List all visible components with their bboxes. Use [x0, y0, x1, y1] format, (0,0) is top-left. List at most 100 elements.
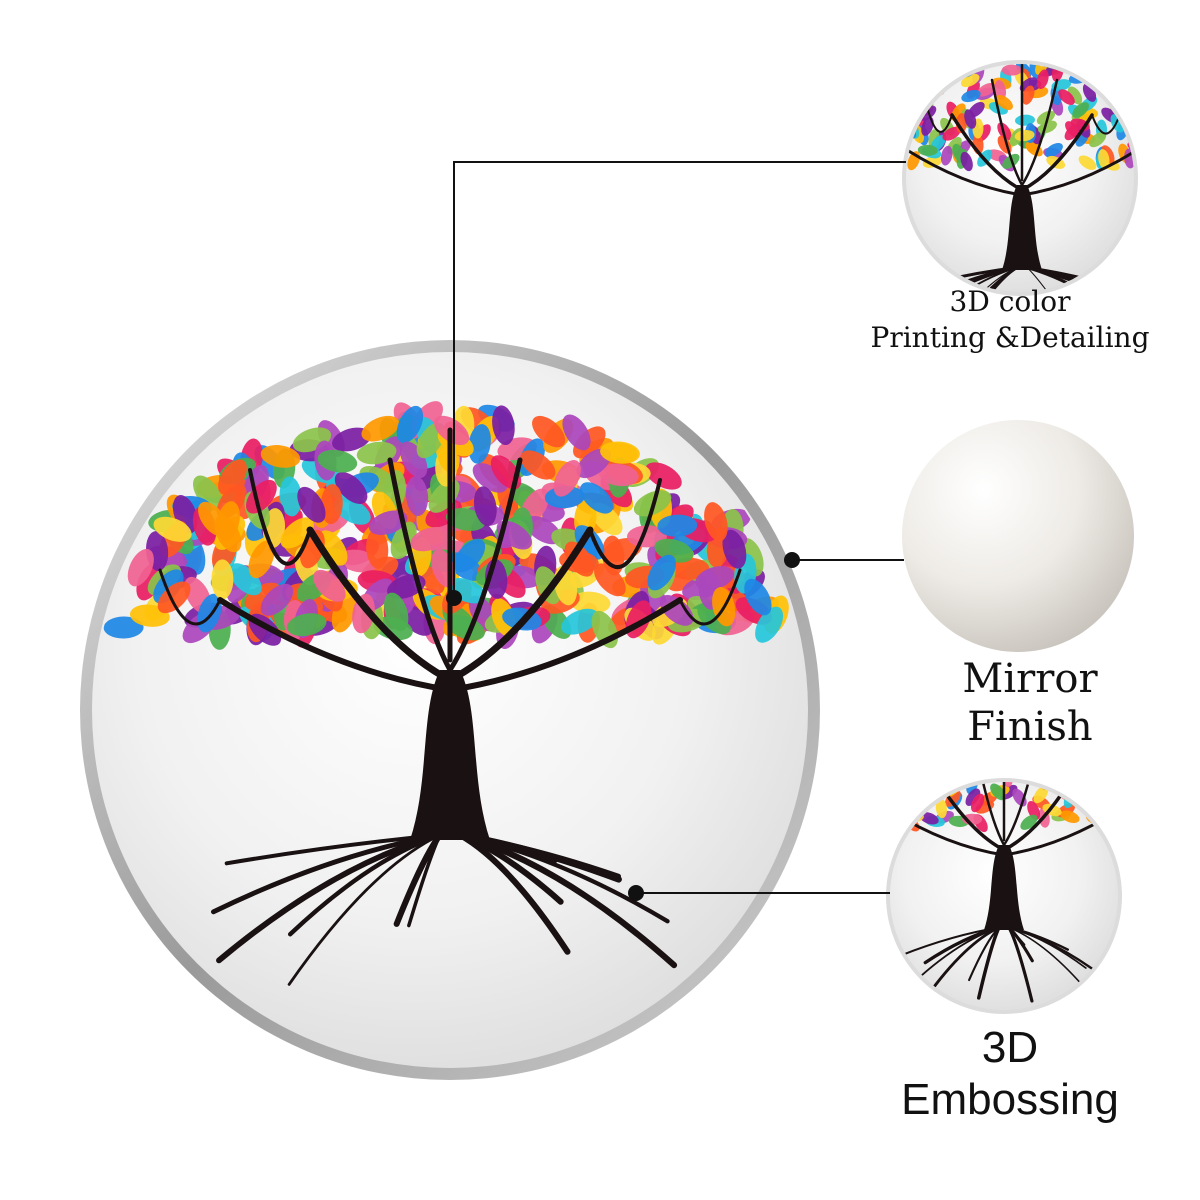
leaf	[1036, 69, 1049, 90]
root	[407, 833, 442, 928]
root	[1007, 925, 1034, 963]
leaf	[1120, 791, 1132, 811]
leaf	[861, 136, 876, 158]
leaf	[1060, 810, 1080, 823]
leaf	[870, 760, 891, 773]
leaf	[744, 578, 772, 616]
leaf	[598, 463, 639, 487]
leaf	[857, 127, 879, 142]
leaf	[405, 476, 429, 516]
branch	[1119, 795, 1149, 822]
branch	[306, 526, 454, 684]
leaf	[755, 606, 784, 643]
leaf	[659, 595, 694, 626]
leaf	[913, 761, 936, 780]
leaf	[334, 497, 371, 525]
leader-dot-color	[446, 590, 462, 606]
leaf	[1109, 760, 1128, 783]
leaf	[1139, 127, 1157, 150]
leaf	[1159, 809, 1173, 830]
trunk	[984, 845, 1024, 930]
leaf	[361, 415, 400, 442]
leaf	[990, 783, 1006, 801]
root	[923, 925, 1001, 965]
leaf	[1058, 89, 1075, 105]
mirror-finish-swatch	[902, 420, 1134, 652]
branch	[1020, 113, 1094, 192]
leaf	[869, 812, 891, 834]
branch	[972, 782, 1006, 847]
leaf	[1100, 798, 1118, 812]
leaf	[911, 760, 926, 782]
leaf	[855, 811, 876, 823]
leaf	[246, 479, 277, 514]
leaf	[842, 787, 863, 810]
leaf	[1074, 752, 1093, 775]
leaf	[965, 788, 981, 807]
leaf	[260, 445, 301, 468]
leaf	[472, 463, 508, 493]
leaf	[396, 405, 424, 444]
leaf	[1132, 132, 1155, 152]
leader-dots	[446, 552, 800, 901]
leaf	[933, 67, 947, 87]
leaf	[843, 789, 862, 812]
leaf	[921, 116, 934, 136]
leaf	[1015, 114, 1035, 126]
leaf	[1173, 124, 1186, 145]
leaf	[918, 80, 938, 93]
leaf	[564, 541, 594, 577]
leaf	[286, 613, 327, 637]
trunk	[1002, 185, 1042, 270]
leaf	[944, 790, 961, 807]
leaf	[1038, 120, 1057, 134]
leaf	[933, 752, 954, 765]
leaf	[995, 95, 1013, 110]
root	[1025, 265, 1134, 292]
leaf	[865, 117, 887, 139]
leaf	[1022, 85, 1035, 105]
leaf	[1074, 755, 1097, 774]
leaf	[861, 756, 884, 775]
leaf	[1061, 762, 1083, 778]
leaf	[1062, 755, 1085, 773]
leaf	[875, 126, 897, 148]
leaf	[970, 793, 985, 813]
branch	[1020, 78, 1059, 187]
leaf	[1109, 791, 1118, 811]
leaf	[890, 807, 892, 825]
leaf	[1078, 155, 1097, 170]
leaf	[570, 591, 611, 614]
leaf	[103, 616, 144, 639]
leaf	[1025, 141, 1043, 157]
leader-line-color	[453, 161, 906, 598]
leaf	[1159, 143, 1181, 159]
leaf	[157, 581, 191, 614]
leaf	[520, 450, 556, 480]
leaf	[297, 486, 326, 523]
leaf	[1160, 150, 1177, 173]
leaf	[1137, 88, 1160, 108]
leaf	[1123, 106, 1134, 120]
branches	[158, 427, 742, 693]
leaf	[453, 539, 486, 573]
main-medallion	[80, 340, 820, 1080]
leaf	[1094, 803, 1113, 818]
leaf	[890, 809, 891, 822]
leaf	[468, 424, 491, 464]
leaf	[1136, 154, 1147, 174]
leaf	[870, 111, 892, 128]
leaf	[1075, 782, 1096, 785]
leaf	[1143, 106, 1165, 128]
leaf	[657, 514, 698, 537]
leaf	[839, 802, 854, 824]
leaf	[1072, 102, 1089, 118]
branch	[1020, 148, 1134, 197]
branch	[903, 782, 935, 793]
leaf	[1104, 758, 1126, 780]
leaf	[944, 782, 958, 786]
leaf	[1139, 98, 1160, 110]
leaf	[1009, 749, 1021, 770]
branch	[906, 148, 1024, 197]
